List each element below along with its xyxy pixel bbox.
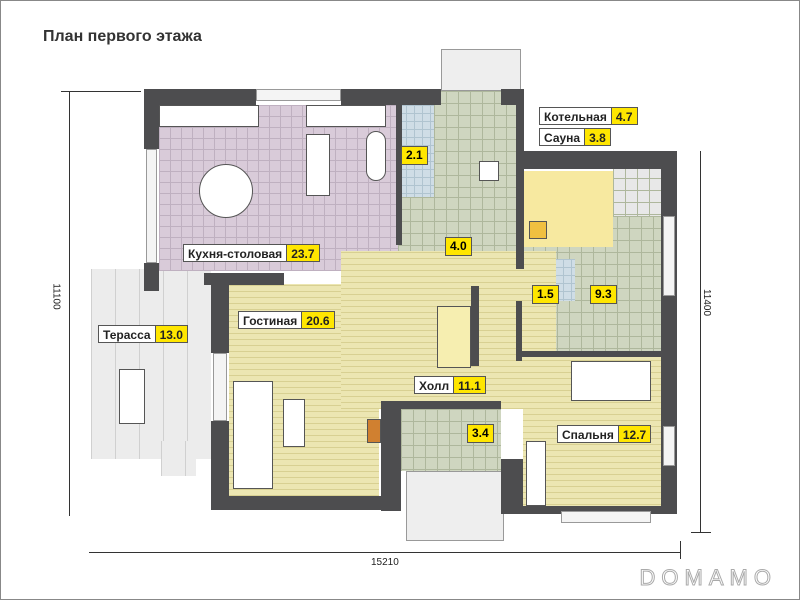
page-title: План первого этажа: [43, 28, 202, 45]
boiler-floor: [434, 91, 516, 216]
shower-floor: [613, 166, 661, 216]
room-area-vestibule: 4.0: [445, 237, 472, 256]
wall: [211, 496, 381, 510]
window: [663, 216, 675, 296]
room-area: 12.7: [617, 426, 651, 442]
room-area-rest: 9.3: [590, 285, 617, 304]
room-name: Терасса: [103, 328, 151, 342]
window: [663, 426, 675, 466]
sauna-stove: [529, 221, 547, 239]
room-name: Котельная: [544, 110, 607, 124]
wall: [401, 401, 501, 409]
dimension-line-left: [69, 91, 70, 516]
dimension-tick: [61, 91, 141, 92]
room-name: Холл: [419, 379, 450, 393]
watermark-logo: DOMAMO: [639, 565, 777, 591]
wall: [501, 459, 523, 514]
staircase: [437, 306, 471, 368]
room-name: Гостиная: [243, 314, 298, 328]
wall: [381, 401, 401, 511]
wall: [471, 286, 479, 366]
kitchen-cabinets: [159, 105, 259, 127]
room-name: Сауна: [544, 131, 581, 145]
coffee-table: [283, 399, 305, 447]
wall: [341, 89, 441, 105]
wall: [144, 89, 159, 149]
wall: [516, 301, 522, 361]
dining-table: [199, 164, 253, 218]
dimension-right: 11400: [701, 288, 713, 317]
room-area: 20.6: [301, 312, 334, 328]
terrace-steps: [161, 441, 196, 476]
fireplace: [367, 419, 381, 443]
wall: [144, 89, 256, 105]
room-area: 13.0: [154, 326, 187, 342]
room-area-wc: 2.1: [401, 146, 428, 165]
dimension-bottom: 15210: [371, 557, 399, 568]
room-name: Спальня: [562, 428, 614, 442]
wall: [144, 263, 159, 291]
sink: [366, 131, 386, 181]
room-area: 23.7: [286, 245, 319, 261]
stove: [306, 134, 330, 196]
wall: [516, 506, 677, 514]
dimension-line-bottom: [89, 552, 681, 553]
dimension-tick: [691, 532, 711, 533]
room-area: 11.1: [453, 377, 485, 393]
bed: [571, 361, 651, 401]
window: [146, 149, 157, 263]
window: [561, 511, 651, 523]
wardrobe: [526, 441, 546, 506]
kitchen-counter: [306, 105, 386, 127]
room-area: 4.7: [610, 108, 637, 124]
wall: [211, 421, 229, 506]
terrace-floor: [91, 269, 211, 459]
wall: [211, 273, 229, 353]
dimension-left: 11100: [50, 283, 62, 310]
room-area-entry: 3.4: [467, 424, 494, 443]
sofa: [233, 381, 273, 489]
room-area: 3.8: [584, 129, 610, 145]
dimension-tick: [680, 541, 681, 559]
back-porch: [441, 49, 521, 91]
room-area-bath: 1.5: [532, 285, 559, 304]
front-porch: [406, 471, 504, 541]
entry-floor: [401, 409, 501, 471]
window: [256, 89, 341, 101]
terrace-table: [119, 369, 145, 424]
wall: [516, 89, 524, 269]
room-name: Кухня-столовая: [188, 247, 283, 261]
boiler-unit: [479, 161, 499, 181]
wall: [516, 351, 661, 357]
wall: [516, 151, 661, 169]
dimension-line-right: [700, 151, 701, 533]
wall: [396, 105, 402, 245]
window: [213, 353, 227, 421]
